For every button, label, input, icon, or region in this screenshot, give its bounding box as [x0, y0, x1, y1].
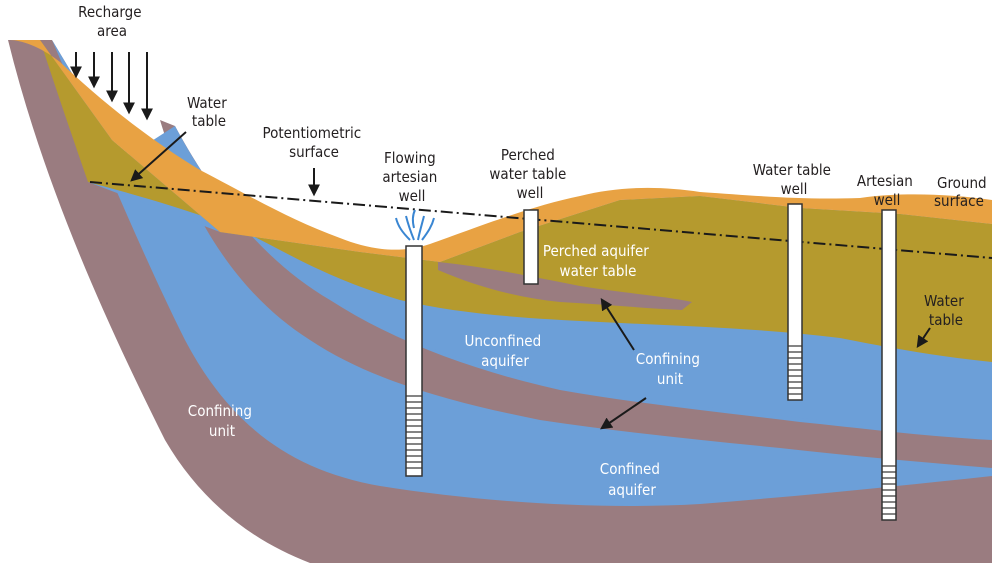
confining-arrow-upper	[600, 297, 635, 351]
line-2: artesian	[382, 168, 437, 186]
line-1: Flowing	[384, 149, 436, 167]
line-2: table	[192, 112, 226, 130]
line-2: unit	[209, 422, 235, 440]
label-water-table-well: Water table well	[753, 161, 836, 198]
line-1: Water	[924, 292, 964, 310]
line-1: Confining	[188, 402, 252, 420]
line-2: surface	[289, 143, 339, 161]
perched-confining-lens	[438, 262, 692, 310]
line-3: well	[399, 187, 426, 205]
well-casing	[405, 245, 423, 477]
label-ground-surface: Ground surface	[934, 174, 991, 210]
label-water-table-top: Water table	[187, 94, 231, 130]
well-casing	[523, 209, 539, 285]
line-1: Artesian	[857, 172, 913, 190]
line-2: water table	[489, 165, 566, 183]
label-artesian-well: Artesian well	[857, 172, 917, 209]
label-unconfined-aquifer: Unconfined aquifer	[465, 332, 546, 370]
line-2: unit	[657, 370, 683, 388]
line-1: Unconfined	[465, 332, 542, 350]
label-confining-unit-center: Confining unit	[636, 350, 704, 388]
recharge-arrows	[70, 52, 153, 121]
line-3: well	[517, 184, 544, 202]
label-potentiometric-surface: Potentiometric surface	[262, 124, 365, 161]
well-screen	[882, 465, 896, 515]
line-2: water table	[560, 262, 637, 280]
line-1: Ground	[937, 174, 987, 192]
well-screen	[788, 345, 802, 395]
line-1: Confined	[600, 460, 660, 478]
line-2: table	[929, 311, 963, 329]
perched-water-table-well	[523, 209, 539, 285]
well-screen	[406, 395, 422, 469]
label-perched-aquifer-water-table: Perched aquifer water table	[543, 242, 653, 280]
line-1: Confining	[636, 350, 700, 368]
unsaturated-zone	[40, 40, 992, 362]
line-1: Water table	[753, 161, 831, 179]
line-1: Perched aquifer	[543, 242, 649, 260]
line-1: Potentiometric	[262, 124, 361, 142]
line-1: Water	[187, 94, 227, 112]
label-water-table-right: Water table	[924, 292, 968, 329]
line-2: well	[874, 191, 901, 209]
well-casing	[881, 209, 897, 521]
label-perched-water-table-well: Perched water table well	[489, 146, 570, 202]
flowing-artesian-well	[395, 209, 435, 477]
potentiometric-surface-line	[89, 181, 992, 259]
label-confined-aquifer: Confined aquifer	[600, 460, 664, 499]
surface-soil	[10, 40, 992, 262]
fountain-icon	[395, 209, 435, 241]
water-table-right-arrow	[916, 327, 931, 348]
water-table-well	[787, 203, 803, 401]
line-2: aquifer	[608, 481, 656, 499]
label-confining-unit-left: Confining unit	[188, 402, 256, 440]
upper-confining-unit	[160, 120, 992, 468]
line-2: area	[97, 22, 127, 40]
line-2: aquifer	[481, 352, 529, 370]
line-1: Recharge	[78, 3, 141, 21]
line-2: surface	[934, 192, 984, 210]
label-recharge-area: Recharge area	[78, 3, 146, 40]
well-casing	[787, 203, 803, 401]
line-1: Perched	[501, 146, 555, 164]
confining-arrow-lower	[600, 397, 647, 430]
label-flowing-artesian-well: Flowing artesian well	[382, 149, 441, 205]
water-table-arrow	[130, 131, 187, 182]
line-2: well	[781, 180, 808, 198]
artesian-well	[881, 209, 897, 521]
